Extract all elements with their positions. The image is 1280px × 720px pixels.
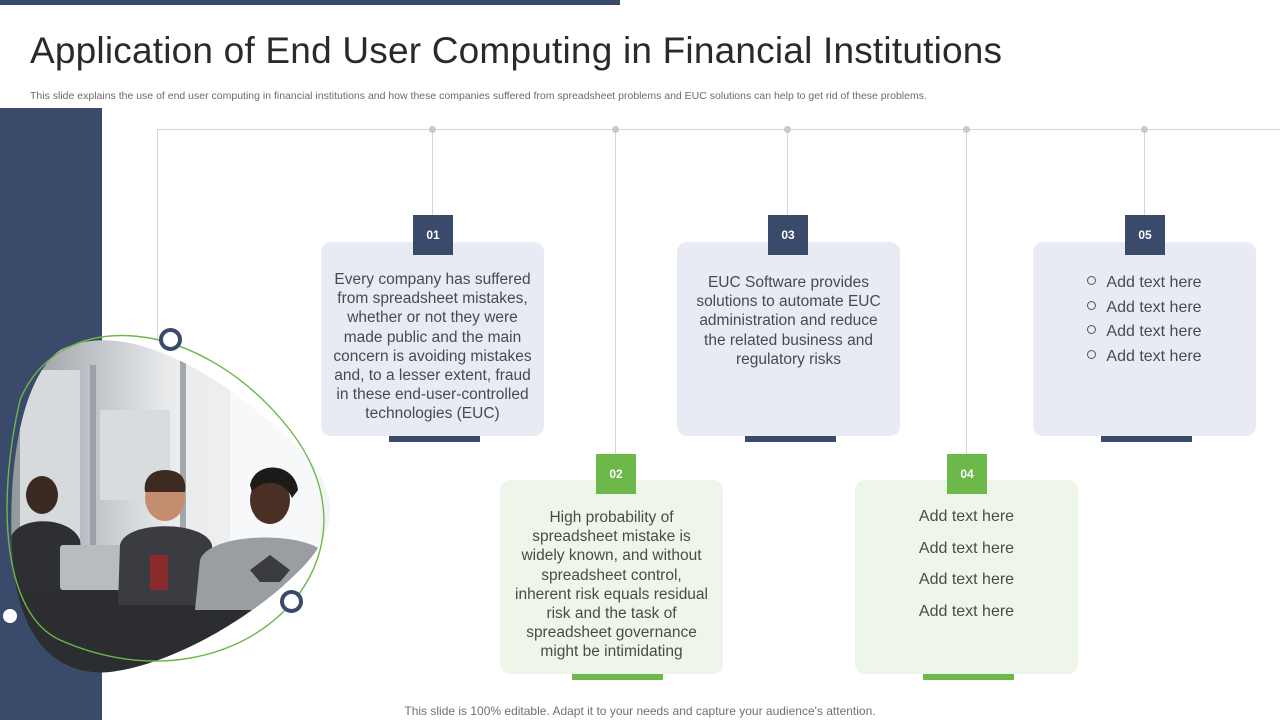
- step-03-text: EUC Software provides solutions to autom…: [696, 274, 881, 368]
- step-02-text: High probability of spreadsheet mistake …: [515, 509, 708, 661]
- connector-dot: [429, 126, 436, 133]
- connector-step-02: [615, 129, 616, 455]
- connector-dot: [612, 126, 619, 133]
- step-05-list: Add text here Add text here Add text her…: [1087, 271, 1202, 370]
- connector-dot: [1141, 126, 1148, 133]
- footer-note: This slide is 100% editable. Adapt it to…: [404, 704, 876, 718]
- step-04-item: Add text here: [918, 603, 1015, 621]
- step-card-04: Add text here Add text here Add text her…: [855, 480, 1078, 674]
- bullet-circle-icon: [1087, 325, 1097, 334]
- step-underbar-01: [389, 436, 480, 442]
- step-number-02: 02: [596, 454, 636, 494]
- step-04-item: Add text here: [918, 539, 1015, 557]
- connector-step-05: [1144, 129, 1145, 217]
- step-number-05: 05: [1125, 215, 1165, 255]
- step-01-text: Every company has suffered from spreadsh…: [333, 271, 532, 423]
- timeline-horizontal-line: [157, 129, 1280, 130]
- decorative-ring: [159, 328, 182, 351]
- connector-dot: [963, 126, 970, 133]
- step-number-01: 01: [413, 215, 453, 255]
- page-title: Application of End User Computing in Fin…: [30, 30, 1003, 71]
- step-underbar-05: [1101, 436, 1192, 442]
- bullet-circle-icon: [1087, 300, 1097, 310]
- connector-step-01: [432, 129, 433, 217]
- step-05-item: Add text here: [1087, 271, 1202, 296]
- step-card-03: EUC Software provides solutions to autom…: [677, 242, 900, 436]
- step-card-02: High probability of spreadsheet mistake …: [500, 480, 723, 674]
- decorative-dot: [3, 609, 17, 623]
- step-04-item: Add text here: [918, 508, 1015, 525]
- bullet-circle-icon: [1087, 276, 1097, 285]
- connector-step-03: [787, 129, 788, 217]
- step-05-item: Add text here: [1087, 296, 1202, 321]
- step-05-item: Add text here: [1087, 320, 1202, 345]
- step-underbar-02: [572, 674, 663, 680]
- step-04-item: Add text here: [918, 571, 1015, 589]
- step-underbar-04: [923, 674, 1014, 680]
- connector-photo: [157, 129, 158, 339]
- connector-step-04: [966, 129, 967, 455]
- step-number-04: 04: [947, 454, 987, 494]
- step-05-item: Add text here: [1087, 345, 1202, 370]
- step-underbar-03: [745, 436, 836, 442]
- decorative-ring: [280, 590, 303, 613]
- step-number-03: 03: [768, 215, 808, 255]
- step-card-05: Add text here Add text here Add text her…: [1033, 242, 1256, 436]
- bullet-circle-icon: [1087, 349, 1097, 359]
- meeting-photo-icon: [6, 334, 331, 673]
- step-card-01: Every company has suffered from spreadsh…: [321, 242, 544, 436]
- top-accent-bar: [0, 0, 620, 5]
- connector-dot: [784, 126, 791, 133]
- page-subtitle: This slide explains the use of end user …: [30, 90, 927, 102]
